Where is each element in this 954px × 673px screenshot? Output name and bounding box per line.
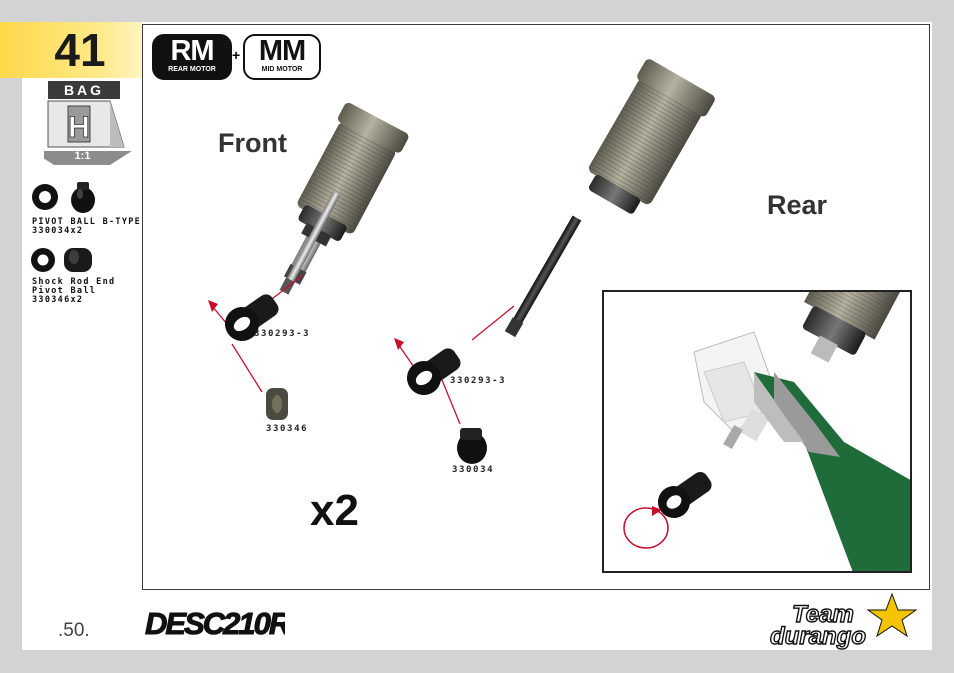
mm-text: MM [258, 35, 306, 67]
rear-shock [586, 59, 715, 214]
plus-sign: + [232, 47, 241, 63]
rear-label: Rear [767, 190, 828, 220]
bag-letter: H [68, 111, 90, 144]
part-icon-rod-end-ball [30, 245, 100, 275]
assembly-illustration [208, 59, 715, 464]
rm-subtext: REAR MOTOR [168, 66, 216, 73]
mid-motor-badge: MM MID MOTOR [243, 34, 321, 80]
page-number: .50. [58, 620, 90, 641]
front-label: Front [218, 128, 287, 158]
front-pivot-ball [266, 388, 288, 420]
code-rear-rod-end: 330293-3 [450, 376, 507, 386]
front-rod-end [225, 294, 279, 341]
bag-label: BAG [48, 81, 120, 99]
part-code-rod-end: 330346x2 [32, 295, 84, 305]
svg-text:Team: Team [792, 601, 854, 628]
code-front-ball: 330346 [266, 424, 309, 434]
part-name-rod-end: Shock Rod End [32, 277, 116, 287]
rear-motor-badge: RM REAR MOTOR [152, 34, 232, 80]
step-tab [0, 22, 142, 78]
step-number: 41 [54, 24, 106, 76]
part-name-pivot-ball-b: PIVOT BALL B-TYPE [32, 217, 142, 227]
code-front-rod-end: 330293-3 [254, 329, 311, 339]
rear-rod-end [407, 348, 461, 395]
part-code-pivot-ball-b: 330034x2 [32, 226, 84, 236]
svg-text:durango: durango [770, 623, 866, 650]
part-name-rod-end-2: Pivot Ball [32, 286, 97, 296]
multiplier-label: x2 [310, 486, 359, 535]
desc210r-logo: DESC210R [143, 604, 286, 642]
detail-inset [602, 290, 912, 573]
svg-text:DESC210R: DESC210R [145, 606, 285, 641]
code-rear-ball: 330034 [452, 465, 495, 475]
rear-pivot-ball [457, 428, 487, 464]
team-durango-logo: Team durango [764, 592, 924, 652]
bag-icon: H [44, 99, 134, 169]
part-icon-pivot-ball-b [30, 180, 100, 214]
rm-text: RM [170, 35, 214, 67]
scale-label: 1:1 [74, 150, 91, 162]
mm-subtext: MID MOTOR [261, 66, 303, 73]
